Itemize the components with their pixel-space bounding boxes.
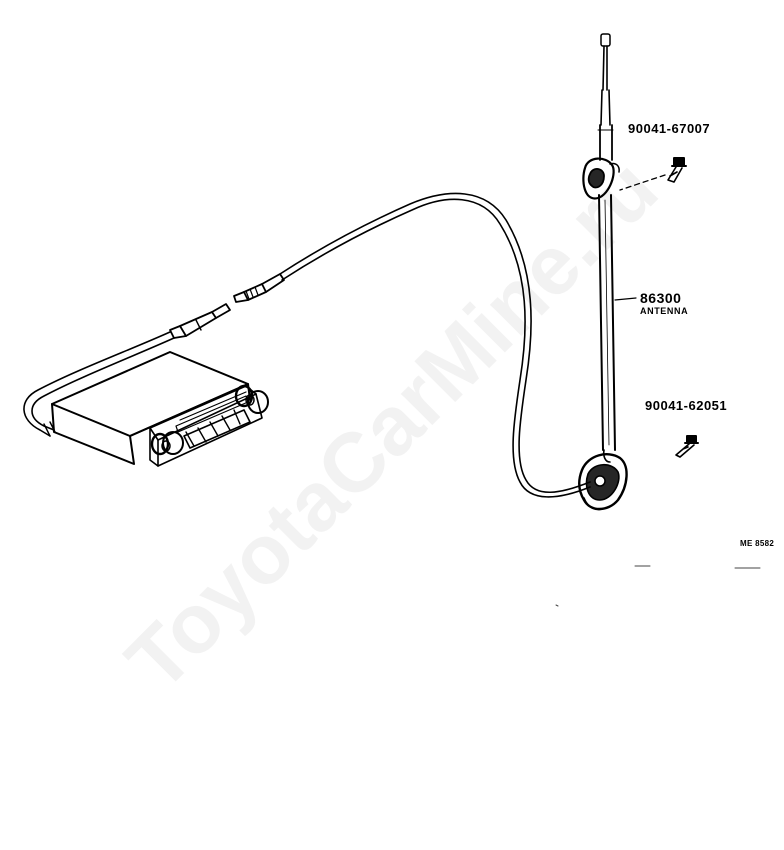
callout-screw-bottom: 90041-62051 xyxy=(645,398,728,413)
radio-knob-left xyxy=(150,431,184,456)
callout-screw-top: 90041-67007 xyxy=(628,121,711,136)
leader-antenna xyxy=(614,297,637,301)
callout-antenna-number: 86300 xyxy=(640,290,682,306)
radio-knob-right xyxy=(234,384,269,414)
antenna-base xyxy=(578,449,628,511)
radio-lead xyxy=(23,303,231,437)
cable-connector xyxy=(233,273,285,303)
callout-antenna-name: ANTENNA xyxy=(640,306,689,316)
antenna-cable xyxy=(279,192,591,498)
diagram-ref-code: ME 8582 xyxy=(740,539,775,548)
upper-bracket xyxy=(582,157,620,200)
antenna-mast xyxy=(597,33,616,451)
scan-marks xyxy=(555,565,761,607)
screw-top xyxy=(619,157,687,191)
screw-bottom xyxy=(675,435,699,458)
